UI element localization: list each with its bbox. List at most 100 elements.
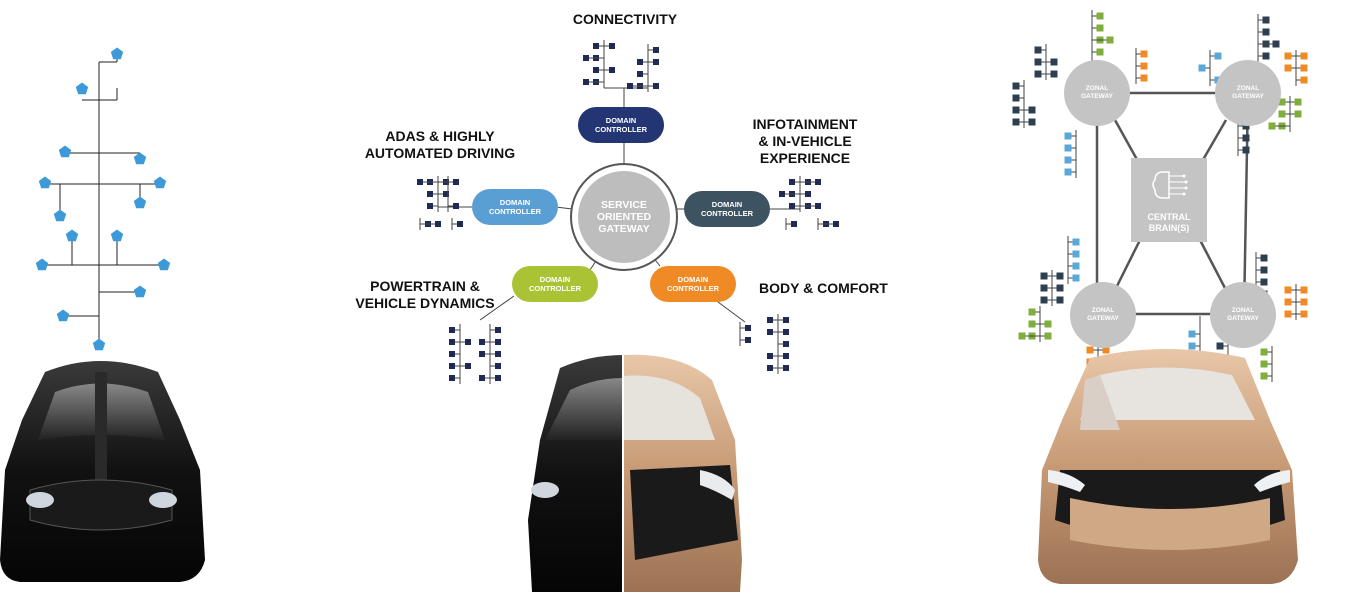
node-tree xyxy=(1295,284,1308,320)
square-icon xyxy=(609,43,615,49)
zonal-gateway-text: ZONAL GATEWAY xyxy=(1087,307,1119,322)
square-icon xyxy=(1028,118,1036,126)
node-tree xyxy=(1237,120,1250,156)
square-icon xyxy=(1018,332,1026,340)
pentagon-icon xyxy=(35,258,49,271)
square-icon xyxy=(783,341,789,347)
pentagon-icon xyxy=(58,145,72,158)
node-tree xyxy=(583,40,605,88)
node-tree xyxy=(459,324,471,372)
square-icon xyxy=(1028,106,1036,114)
square-icon xyxy=(1260,372,1268,380)
square-icon xyxy=(815,179,821,185)
body-controller-text: DOMAIN CONTROLLER xyxy=(666,275,720,293)
square-icon xyxy=(449,351,455,357)
square-icon xyxy=(1064,168,1072,176)
square-icon xyxy=(1040,284,1048,292)
pentagon-icon xyxy=(65,229,79,242)
node-tree xyxy=(739,322,751,346)
pentagon-icon xyxy=(133,196,147,209)
node-tree xyxy=(1284,284,1297,320)
square-icon xyxy=(427,191,433,197)
pentagon-icon xyxy=(75,82,89,95)
zonal-gateway-text: ZONAL GATEWAY xyxy=(1232,85,1264,100)
square-icon xyxy=(1278,98,1286,106)
node-tree xyxy=(1188,316,1201,352)
square-icon xyxy=(745,325,751,331)
square-icon xyxy=(495,363,501,369)
square-icon xyxy=(1106,36,1114,44)
node-tree xyxy=(1257,14,1280,62)
pentagon-icon xyxy=(110,47,124,60)
node-tree xyxy=(1012,80,1025,128)
square-icon xyxy=(465,339,471,345)
node-tree xyxy=(767,314,779,374)
domain-node-trees xyxy=(417,40,839,384)
square-icon xyxy=(435,221,441,227)
square-icon xyxy=(495,351,501,357)
square-icon xyxy=(1050,58,1058,66)
square-icon xyxy=(783,365,789,371)
square-icon xyxy=(495,339,501,345)
powertrain-label: POWERTRAIN & VEHICLE DYNAMICS xyxy=(345,278,505,312)
gateway-text: SERVICE ORIENTED GATEWAY xyxy=(596,199,652,235)
pentagon-icon xyxy=(153,176,167,189)
square-icon xyxy=(443,191,449,197)
square-icon xyxy=(745,337,751,343)
legacy-car xyxy=(0,361,205,582)
square-icon xyxy=(1086,346,1094,354)
node-tree xyxy=(1023,80,1036,128)
square-icon xyxy=(1260,360,1268,368)
square-icon xyxy=(1012,82,1020,90)
central-brain: CENTRAL BRAIN(S) xyxy=(1131,158,1207,242)
adas-domain-controller: DOMAIN CONTROLLER xyxy=(472,189,558,225)
pentagon-icon xyxy=(56,309,70,322)
square-icon xyxy=(593,67,599,73)
square-icon xyxy=(1056,272,1064,280)
square-icon xyxy=(1260,254,1268,262)
node-tree xyxy=(489,324,501,384)
square-icon xyxy=(637,71,643,77)
adas-label-line-1: ADAS & HIGHLY xyxy=(385,128,495,144)
square-icon xyxy=(1284,286,1292,294)
node-tree xyxy=(417,176,439,212)
node-tree xyxy=(449,324,461,384)
node-tree xyxy=(817,218,839,230)
infotainment-label: INFOTAINMENT & IN-VEHICLE EXPERIENCE xyxy=(740,116,870,167)
square-icon xyxy=(1294,98,1302,106)
infotainment-domain-controller: DOMAIN CONTROLLER xyxy=(684,191,770,227)
square-icon xyxy=(767,329,773,335)
node-tree xyxy=(451,218,463,230)
square-icon xyxy=(789,179,795,185)
node-tree xyxy=(1067,236,1080,284)
square-icon xyxy=(1044,320,1052,328)
node-tree xyxy=(647,44,659,92)
node-tree xyxy=(1034,44,1047,80)
square-icon xyxy=(1140,50,1148,58)
square-icon xyxy=(1012,106,1020,114)
square-icon xyxy=(1242,122,1250,130)
square-icon xyxy=(791,221,797,227)
square-icon xyxy=(1300,310,1308,318)
square-icon xyxy=(583,55,589,61)
square-icon xyxy=(1072,250,1080,258)
infotainment-label-line-1: INFOTAINMENT xyxy=(752,116,858,132)
square-icon xyxy=(495,327,501,333)
node-tree xyxy=(1039,306,1052,342)
square-icon xyxy=(417,179,423,185)
legacy-architecture xyxy=(42,56,164,345)
square-icon xyxy=(767,365,773,371)
zonal-gateway-bottom-left: ZONAL GATEWAY xyxy=(1070,282,1136,348)
node-tree xyxy=(1040,270,1053,306)
zonal-gateway-top-left: ZONAL GATEWAY xyxy=(1064,60,1130,126)
node-tree xyxy=(479,324,491,384)
square-icon xyxy=(453,203,459,209)
square-icon xyxy=(1188,342,1196,350)
zonal-gateway-text: ZONAL GATEWAY xyxy=(1227,307,1259,322)
node-tree xyxy=(799,176,821,212)
square-icon xyxy=(1012,118,1020,126)
square-icon xyxy=(449,327,455,333)
square-icon xyxy=(1300,286,1308,294)
square-icon xyxy=(1294,110,1302,118)
node-tree xyxy=(777,314,789,374)
